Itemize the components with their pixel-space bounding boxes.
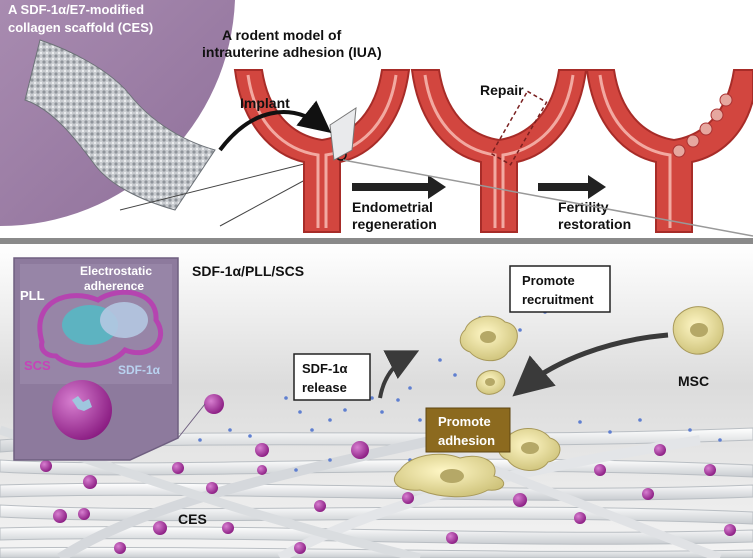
inset-pll-label: PLL <box>20 288 45 303</box>
release-arrow <box>378 350 420 399</box>
adhered-cells <box>393 428 561 498</box>
model-title-line1: A rodent model of <box>222 27 342 43</box>
adhesion-line1: Promote <box>438 414 491 429</box>
embryo-1 <box>719 93 733 107</box>
release-line2: release <box>302 380 347 395</box>
sdf-cluster <box>100 302 148 338</box>
bottom-panel: Electrostatic adherence PLL SCS SDF-1α S… <box>0 244 753 558</box>
recruitment-box <box>509 265 611 313</box>
adhesion-line2: adhesion <box>438 433 495 448</box>
endometrial-arrow-shaft <box>352 183 430 191</box>
inset-electrostatic-line1: Electrostatic <box>80 264 152 278</box>
fertility-arrow-shaft <box>538 183 590 191</box>
uterus-repair <box>410 69 588 233</box>
implant-label: Implant <box>240 95 290 111</box>
inset-scs-label: SCS <box>24 358 51 373</box>
fertility-arrow-head <box>588 175 606 199</box>
embryo-2 <box>710 108 724 122</box>
model-title-line2: intrauterine adhesion (IUA) <box>202 44 382 60</box>
embryo-4 <box>686 134 700 148</box>
implanted-scaffold <box>329 107 357 161</box>
scs-ring <box>37 289 164 368</box>
endometrial-line1: Endometrial <box>352 199 433 215</box>
top-panel: A SDF-1α/E7-modified collagen scaffold (… <box>0 0 753 240</box>
scaffold-label-line1: A SDF-1α/E7-modified <box>8 2 144 17</box>
repair-region-box <box>490 90 548 166</box>
inset-microsphere-cargo <box>72 396 92 411</box>
collagen-scaffold-sheet <box>24 39 216 211</box>
recruitment-arrow <box>512 332 669 397</box>
endometrial-arrow-head <box>428 175 446 199</box>
scaffold-title: SDF-1α/PLL/SCS <box>192 263 304 279</box>
adhesion-box <box>425 407 511 453</box>
panel-divider <box>0 238 753 244</box>
embryo-5 <box>672 144 686 158</box>
inset-connector <box>177 403 206 439</box>
inset-sdf-label: SDF-1α <box>118 363 161 377</box>
repair-label: Repair <box>480 82 524 98</box>
release-line1: SDF-1α <box>302 361 348 376</box>
endometrial-line2: regeneration <box>352 216 437 232</box>
msc-label: MSC <box>678 373 709 389</box>
embryo-3 <box>699 122 713 136</box>
msc-cells <box>459 306 724 395</box>
ces-label: CES <box>178 511 207 527</box>
electrostatic-inset: Electrostatic adherence PLL SCS SDF-1α <box>13 257 179 461</box>
uterus-fertility <box>585 69 753 233</box>
fertility-line1: Fertility <box>558 199 609 215</box>
implant-arrow <box>218 100 332 152</box>
fertility-line2: restoration <box>558 216 631 232</box>
scaffold-label-line2: collagen scaffold (CES) <box>8 20 153 35</box>
release-box <box>293 353 371 401</box>
recruitment-line1: Promote <box>522 273 575 288</box>
inset-electrostatic-line2: adherence <box>84 279 144 293</box>
microspheres <box>40 394 736 554</box>
recruitment-line2: recruitment <box>522 292 594 307</box>
perspective-line <box>342 159 753 237</box>
